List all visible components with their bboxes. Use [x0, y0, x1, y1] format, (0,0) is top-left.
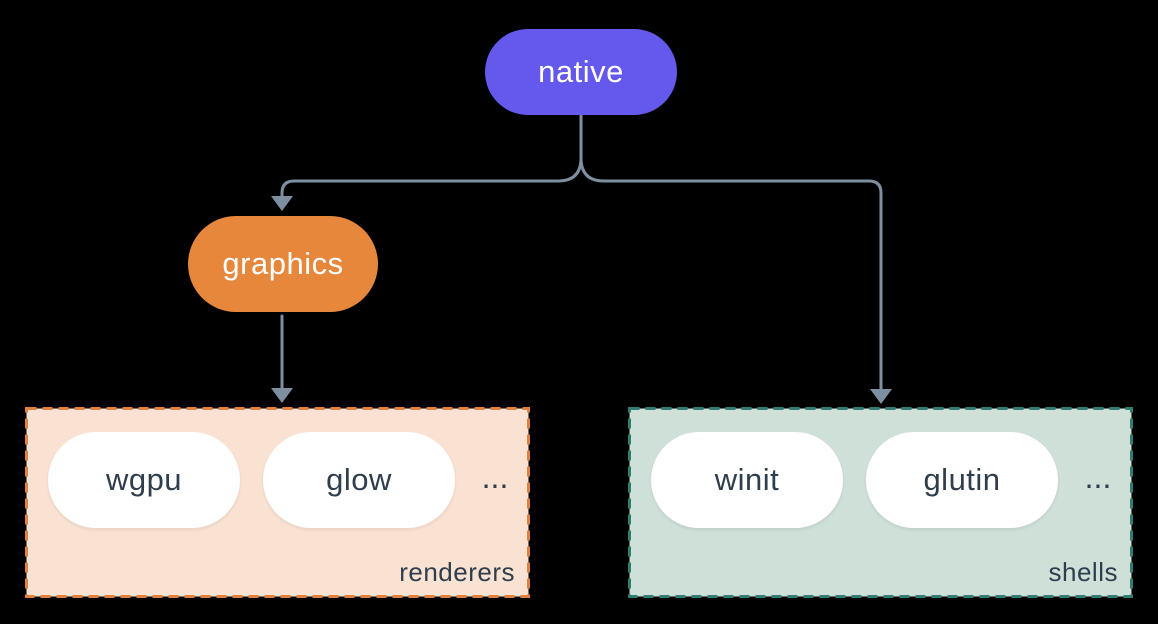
arrowhead-graphics [271, 196, 293, 211]
node-wgpu-label: wgpu [105, 462, 183, 497]
node-winit-label: winit [714, 462, 780, 497]
node-glutin-label: glutin [923, 462, 1001, 497]
node-native: native [485, 29, 677, 115]
group-renderers: wgpu glow ... renderers [25, 407, 530, 598]
node-native-label: native [538, 54, 624, 89]
renderers-ellipsis: ... [481, 459, 509, 495]
node-graphics: graphics [188, 216, 378, 312]
shells-ellipsis: ... [1084, 459, 1112, 495]
arrowhead-renderers [271, 388, 293, 403]
renderers-group-label: renderers [399, 557, 515, 587]
edge-native-to-shells [579, 113, 883, 392]
node-graphics-label: graphics [222, 246, 344, 281]
node-glow: glow [263, 432, 455, 528]
node-wgpu: wgpu [48, 432, 240, 528]
edge-native-to-graphics [280, 113, 583, 200]
arrowhead-shells [870, 389, 892, 404]
shells-group-label: shells [1048, 557, 1118, 587]
node-winit: winit [651, 432, 843, 528]
node-glow-label: glow [326, 462, 392, 497]
node-glutin: glutin [866, 432, 1058, 528]
group-shells: winit glutin ... shells [628, 407, 1133, 598]
